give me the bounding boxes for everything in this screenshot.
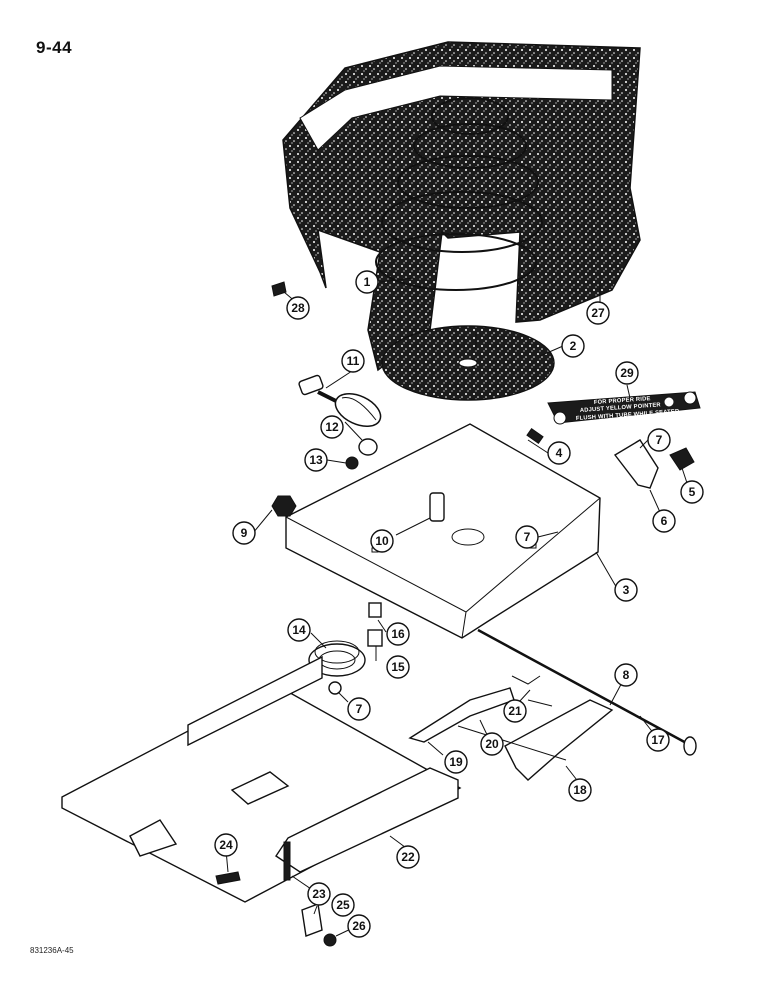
instruction-decal-part-29: FOR PROPER RIDE ADJUST YELLOW POINTER FL… (547, 391, 701, 425)
svg-text:7: 7 (356, 702, 363, 716)
washer-part-7 (328, 681, 342, 695)
svg-text:14: 14 (292, 623, 306, 637)
svg-text:3: 3 (623, 583, 630, 597)
callout-19: 19 (444, 750, 468, 774)
svg-text:17: 17 (651, 733, 665, 747)
svg-text:22: 22 (401, 850, 415, 864)
callout-25: 25 (331, 893, 355, 917)
pin-part-4 (526, 428, 544, 444)
svg-text:7: 7 (656, 433, 663, 447)
seat-shroud-part-27 (282, 41, 641, 372)
bushing-part-16 (368, 602, 382, 618)
svg-text:12: 12 (325, 420, 339, 434)
svg-text:24: 24 (219, 838, 233, 852)
decal-line-2: ADJUST YELLOW POINTER (580, 402, 662, 414)
bracket-part-25 (301, 903, 323, 937)
svg-text:19: 19 (449, 755, 463, 769)
callout-28: 28 (286, 296, 310, 320)
bracket-part-6 (613, 439, 659, 489)
nut-part-26 (323, 933, 337, 947)
bolt-part-24 (215, 871, 241, 885)
callout-18: 18 (568, 778, 592, 802)
svg-text:26: 26 (352, 919, 366, 933)
clip-part-5 (669, 447, 695, 471)
svg-text:28: 28 (291, 301, 305, 315)
callout-14: 14 (287, 618, 311, 642)
svg-text:18: 18 (573, 783, 587, 797)
callout-12: 12 (320, 415, 344, 439)
callout-17: 17 (646, 728, 670, 752)
svg-text:6: 6 (661, 514, 668, 528)
callout-11: 11 (341, 349, 365, 373)
svg-text:23: 23 (312, 887, 326, 901)
svg-text:11: 11 (347, 354, 360, 368)
fastener-part-28 (271, 281, 287, 297)
callout-26: 26 (347, 914, 371, 938)
callout-23: 23 (307, 882, 331, 906)
svg-text:27: 27 (591, 306, 605, 320)
callout-7b: 7 (515, 525, 539, 549)
callout-27: 27 (586, 301, 610, 325)
nut-part-13 (345, 456, 359, 470)
pin-part-10 (429, 492, 445, 522)
lever-linkage-assembly (408, 675, 614, 781)
svg-text:7: 7 (524, 530, 531, 544)
callout-22: 22 (396, 845, 420, 869)
bushing-part-14 (308, 640, 366, 677)
decal-line-1: FOR PROPER RIDE (594, 396, 651, 406)
callout-4: 4 (547, 441, 571, 465)
base-disc-part-2 (381, 325, 555, 401)
svg-text:25: 25 (336, 898, 350, 912)
nut-part-9 (271, 495, 297, 517)
svg-text:2: 2 (570, 339, 577, 353)
svg-text:9: 9 (241, 526, 248, 540)
callout-24: 24 (214, 833, 238, 857)
svg-text:16: 16 (391, 627, 405, 641)
cable-part-23 (283, 841, 291, 881)
bolt-part-15 (367, 629, 383, 647)
coil-spring-part-1 (375, 97, 543, 291)
svg-text:5: 5 (689, 485, 696, 499)
svg-text:13: 13 (309, 453, 323, 467)
slide-rail-base-part-22 (61, 655, 462, 903)
callout-7a: 7 (647, 428, 671, 452)
svg-text:20: 20 (485, 737, 499, 751)
shock-absorber-part-11 (298, 374, 382, 427)
callout-13: 13 (304, 448, 328, 472)
svg-text:21: 21 (508, 704, 522, 718)
callout-7c: 7 (347, 697, 371, 721)
callout-20: 20 (480, 732, 504, 756)
callout-15: 15 (386, 655, 410, 679)
callout-5: 5 (680, 480, 704, 504)
callout-6: 6 (652, 509, 676, 533)
callout-3: 3 (614, 578, 638, 602)
svg-text:1: 1 (364, 275, 371, 289)
adjusting-rod-part-8 (477, 628, 697, 756)
callout-10: 10 (370, 529, 394, 553)
small-hardware (215, 281, 695, 947)
callout-16: 16 (386, 622, 410, 646)
figure-code: 831236A-45 (30, 946, 74, 955)
callout-1: 1 (355, 270, 379, 294)
svg-text:15: 15 (391, 660, 405, 674)
svg-text:4: 4 (556, 446, 563, 460)
callout-9: 9 (232, 521, 256, 545)
svg-text:10: 10 (375, 534, 389, 548)
callout-2: 2 (561, 334, 585, 358)
mounting-plate-part-3 (285, 423, 601, 639)
callout-8: 8 (614, 663, 638, 687)
bushing-part-12 (358, 438, 378, 456)
svg-text:8: 8 (623, 668, 630, 682)
svg-text:29: 29 (620, 366, 634, 380)
callout-29: 29 (615, 361, 639, 385)
callout-21: 21 (503, 699, 527, 723)
page-number: 9-44 (36, 38, 73, 57)
